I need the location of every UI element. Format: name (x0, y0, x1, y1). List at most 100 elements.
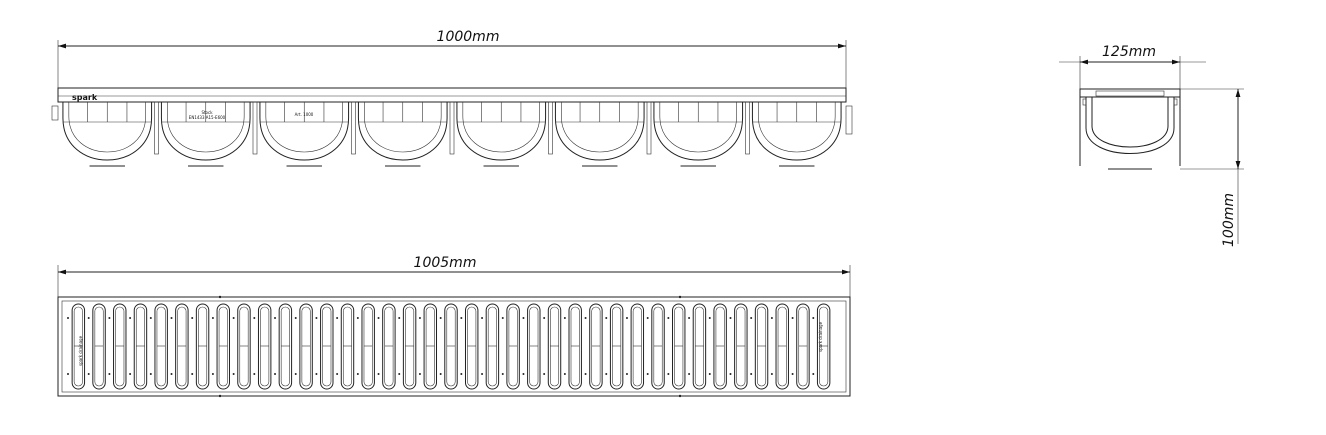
grate-dot (729, 317, 732, 319)
segment-inner-u (265, 102, 343, 153)
slot-inner (467, 306, 477, 387)
grate-dot (67, 317, 69, 319)
slot-outline (320, 303, 334, 390)
slot-outline (133, 303, 148, 390)
channel-segment (745, 101, 842, 167)
grate-slot (729, 303, 748, 390)
cross-section-grate (1095, 90, 1165, 97)
channel-segment (449, 101, 547, 167)
grate-slot (501, 303, 520, 390)
channel-end-cap-right (845, 105, 853, 135)
slot-outline (796, 303, 810, 390)
channel-stamp-line2: EN1433 A15-E600 (189, 115, 226, 120)
channel-segment (252, 101, 350, 167)
slot-outline (485, 303, 500, 390)
grate-dot (294, 373, 297, 375)
slot-inner (798, 306, 808, 387)
grate-slot (315, 303, 334, 390)
grate-slot (253, 303, 272, 390)
grate-slot (522, 303, 541, 390)
slot-inner (218, 306, 228, 387)
grate-slots (67, 295, 831, 398)
slot-outline (154, 303, 168, 390)
grate-dot (170, 373, 173, 375)
channel-side-view: 1000mm spark Stock EN1433 A15-E600 Art. … (51, 29, 853, 167)
slot-outline (92, 303, 106, 390)
grate-dot (170, 317, 173, 319)
grate-dot (522, 373, 525, 375)
grate-dot (625, 373, 628, 375)
slot-outline (754, 303, 769, 390)
grate-slot (584, 303, 603, 390)
grate-slot (149, 303, 168, 390)
grate-dot (418, 373, 421, 375)
slot-inner (674, 306, 684, 387)
slot-outline (547, 303, 562, 390)
grate-slot (274, 303, 293, 390)
slot-outline (299, 303, 313, 390)
grate-slot (336, 303, 355, 390)
grate-dot (315, 317, 318, 319)
channel-brand-label: spark (72, 93, 98, 102)
grate-dot (274, 373, 277, 375)
grate-frame (57, 296, 851, 397)
grate-dot (336, 317, 339, 319)
slot-outline (402, 303, 417, 390)
slot-outline (527, 303, 541, 390)
segment-joint (154, 101, 159, 155)
grate-dot (398, 373, 401, 375)
channel-segment (548, 101, 645, 167)
slot-inner (550, 306, 560, 387)
slot-inner (653, 306, 663, 387)
grate-dot (191, 317, 194, 319)
channel-end-cap-left (51, 105, 59, 121)
grate-dot (232, 317, 235, 319)
slot-outline (237, 303, 251, 390)
grate-dot (67, 373, 69, 375)
segment-inner-u (462, 102, 540, 153)
grate-slot (605, 303, 624, 390)
height-label: 100mm (1221, 193, 1237, 247)
grate-slot (418, 303, 438, 390)
slot-outline (113, 303, 127, 390)
grate-dot (481, 373, 484, 375)
segment-outer-u (751, 102, 842, 161)
cross-section-inner-u (1091, 97, 1169, 148)
grate-dot (543, 373, 546, 375)
cross-section-lug-left (1082, 98, 1087, 106)
slot-inner (612, 306, 622, 387)
grate-dot (584, 317, 587, 319)
grate-dot (294, 317, 297, 319)
cross-section-rim (1079, 88, 1181, 98)
grate-dot (232, 373, 235, 375)
grate-slot (708, 303, 727, 390)
slot-outline (257, 303, 272, 390)
grate-dot (501, 373, 504, 375)
grate-edge-label-right: spark drainage (818, 321, 823, 352)
slot-outline (651, 303, 665, 390)
grate-top-view: 1005mm spark drainage spark drainage (57, 255, 851, 398)
grate-dot (708, 373, 711, 375)
slot-outline (609, 303, 624, 390)
slot-inner (736, 306, 746, 387)
grate-dot (439, 373, 442, 375)
grate-dot (688, 373, 691, 375)
grate-dot (253, 317, 256, 319)
segment-outer-u (554, 102, 645, 161)
slot-inner (694, 306, 704, 387)
slot-inner (777, 306, 787, 387)
channel-cross-section: 125mm 100mm (1059, 44, 1244, 247)
segment-outer-u (456, 102, 547, 161)
channel-stamp-line1: Stock (201, 110, 213, 115)
channel-segment (646, 101, 744, 167)
segment-outer-u (653, 102, 744, 161)
segment-joint (252, 101, 258, 155)
slot-inner (363, 306, 373, 387)
segment-inner-u (758, 102, 836, 153)
slot-outline (816, 303, 831, 390)
slot-outline (361, 303, 375, 390)
slot-inner (384, 306, 394, 387)
segment-joint (548, 101, 553, 155)
slot-outline (444, 303, 458, 390)
